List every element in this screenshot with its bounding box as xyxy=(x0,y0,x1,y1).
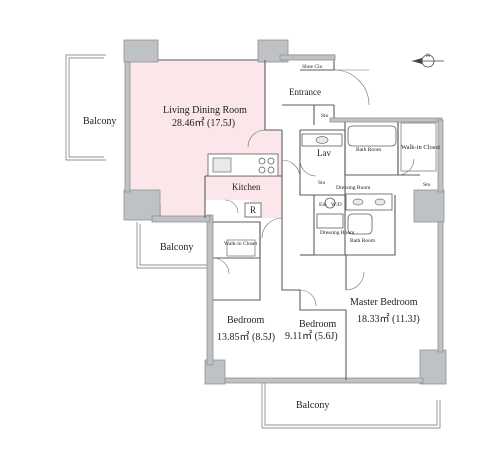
stove-burner xyxy=(267,157,275,165)
lav-sink xyxy=(315,136,329,144)
fixtures xyxy=(207,122,437,257)
balcony-bottom-area xyxy=(261,380,441,429)
master-bedroom-label: Master Bedroom xyxy=(350,297,418,308)
washer-dryer xyxy=(316,213,344,229)
bathtub-1 xyxy=(347,125,397,147)
refrigerator-label: R xyxy=(250,205,256,215)
kitchen-fill xyxy=(208,176,264,200)
bedroom-2-size: 9.11㎡ (5.6J) xyxy=(285,330,338,342)
structural-columns xyxy=(123,39,447,385)
balcony-middle-label: Balcony xyxy=(160,242,193,253)
ein-label: Ein xyxy=(319,202,327,208)
living-room-label: Living Dining Room xyxy=(163,105,247,116)
master-bedroom-size: 18.33㎡ (11.3J) xyxy=(357,313,420,325)
door-swings xyxy=(212,69,415,307)
bedroom-2-label: Bedroom xyxy=(299,319,336,330)
bedroom-1-label: Bedroom xyxy=(227,315,264,326)
north-symbol: N xyxy=(426,53,430,59)
balcony-left-label: Balcony xyxy=(83,116,116,127)
living-room-size: 28.46㎡ (17.5J) xyxy=(172,117,235,129)
walkin-closet-2-label: Walk-in Closet xyxy=(224,241,257,247)
balcony-left-area xyxy=(65,54,106,161)
refrigerator xyxy=(244,202,262,218)
stove-burner xyxy=(258,157,266,165)
bath-room-2-label: Bath Room xyxy=(350,238,376,244)
bedroom-1-size: 13.85㎡ (8.5J) xyxy=(217,331,275,343)
vanity-1 xyxy=(345,193,393,211)
stove-burner xyxy=(258,166,266,174)
kitchen-label: Kitchen xyxy=(232,182,261,192)
north-arrow-icon: N xyxy=(412,53,444,68)
balcony-middle-area xyxy=(136,222,210,269)
bathtub-2 xyxy=(347,213,373,235)
wd-label: W/D xyxy=(331,202,342,208)
walkin-closet-1-label: Walk-in Closet xyxy=(401,144,440,151)
interior-walls xyxy=(204,60,420,380)
entrance-label: Entrance xyxy=(289,87,321,97)
bath-room-1-label: Bath Room xyxy=(356,147,382,153)
dressing-room-2-label: Dressing Room xyxy=(320,230,355,236)
lavatory-label: Lav xyxy=(317,148,331,158)
storage-entrance-label: Sto xyxy=(321,113,329,119)
balcony-bottom-label: Balcony xyxy=(296,400,329,411)
kitchen-sink xyxy=(212,157,232,173)
storage-lav-label: Sto xyxy=(318,180,326,186)
dressing-room-1-label: Dressing Room xyxy=(336,185,371,191)
stove-burner xyxy=(267,166,275,174)
shoe-closet-label: Shoe Clo xyxy=(302,64,323,70)
toilet xyxy=(324,197,336,209)
storage-right-label: Sto xyxy=(423,182,431,188)
